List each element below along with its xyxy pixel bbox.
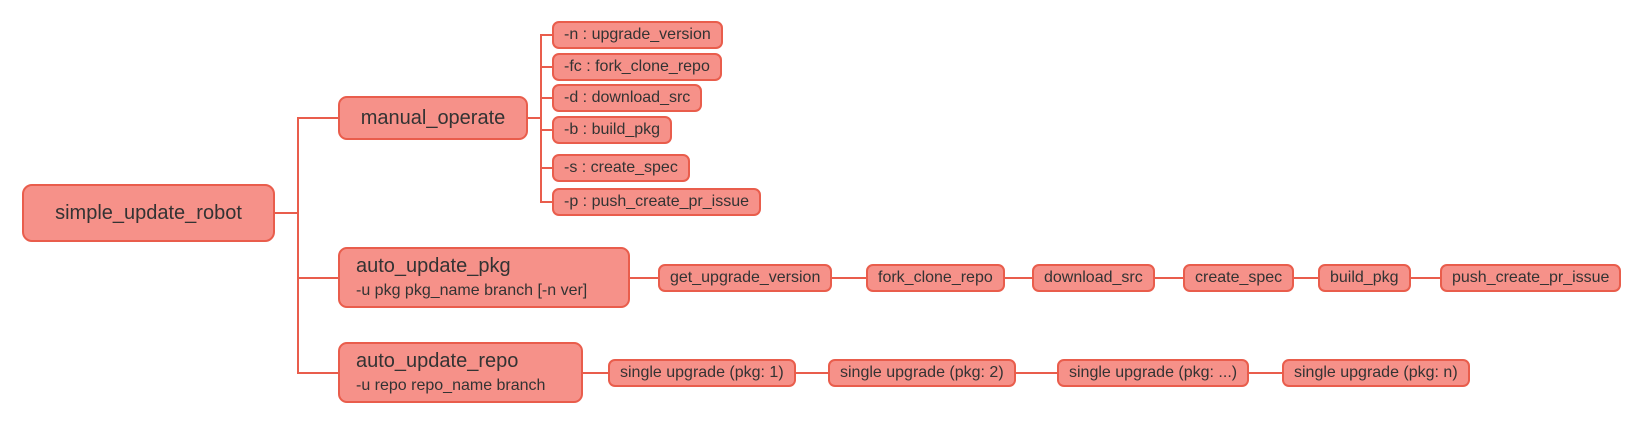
node-label: simple_update_robot bbox=[55, 202, 242, 224]
node-label: download_src bbox=[1044, 269, 1143, 286]
node-build-pkg[interactable]: build_pkg bbox=[1318, 264, 1411, 292]
node-flag-fc-fork-clone-repo[interactable]: -fc : fork_clone_repo bbox=[552, 53, 722, 81]
node-flag-b-build-pkg[interactable]: -b : build_pkg bbox=[552, 116, 673, 144]
node-label: push_create_pr_issue bbox=[1452, 269, 1610, 286]
node-manual-operate[interactable]: manual_operate bbox=[338, 96, 528, 140]
node-single-upgrade-pkg-n[interactable]: single upgrade (pkg: n) bbox=[1282, 359, 1470, 387]
node-flag-d-download-src[interactable]: -d : download_src bbox=[552, 84, 703, 112]
node-label: auto_update_repo bbox=[356, 350, 519, 372]
node-flag-s-create-spec[interactable]: -s : create_spec bbox=[552, 154, 690, 182]
node-label: single upgrade (pkg: ...) bbox=[1069, 364, 1238, 381]
node-sublabel: -u repo repo_name branch bbox=[356, 377, 546, 394]
node-create-spec[interactable]: create_spec bbox=[1183, 264, 1295, 292]
node-auto-update-pkg[interactable]: auto_update_pkg -u pkg pkg_name branch [… bbox=[338, 247, 630, 308]
node-label: single upgrade (pkg: 1) bbox=[620, 364, 784, 381]
node-sublabel: -u pkg pkg_name branch [-n ver] bbox=[356, 282, 588, 299]
node-label: -n : upgrade_version bbox=[564, 26, 711, 43]
node-auto-update-repo[interactable]: auto_update_repo -u repo repo_name branc… bbox=[338, 342, 583, 403]
node-single-upgrade-pkg-2[interactable]: single upgrade (pkg: 2) bbox=[828, 359, 1016, 387]
node-flag-n-upgrade-version[interactable]: -n : upgrade_version bbox=[552, 21, 723, 49]
node-label: single upgrade (pkg: 2) bbox=[840, 364, 1004, 381]
node-label: auto_update_pkg bbox=[356, 255, 511, 277]
node-fork-clone-repo[interactable]: fork_clone_repo bbox=[866, 264, 1005, 292]
node-single-upgrade-pkg-1[interactable]: single upgrade (pkg: 1) bbox=[608, 359, 796, 387]
node-label: -p : push_create_pr_issue bbox=[564, 193, 749, 210]
node-label: fork_clone_repo bbox=[878, 269, 993, 286]
node-label: -d : download_src bbox=[564, 89, 691, 106]
node-get-upgrade-version[interactable]: get_upgrade_version bbox=[658, 264, 833, 292]
node-flag-p-push-create-pr-issue[interactable]: -p : push_create_pr_issue bbox=[552, 188, 761, 216]
node-single-upgrade-pkg-ellipsis[interactable]: single upgrade (pkg: ...) bbox=[1057, 359, 1250, 387]
root-connector bbox=[250, 117, 345, 374]
node-label: build_pkg bbox=[1330, 269, 1399, 286]
node-label: manual_operate bbox=[360, 107, 506, 129]
node-label: -s : create_spec bbox=[564, 159, 678, 176]
node-label: single upgrade (pkg: n) bbox=[1294, 364, 1458, 381]
node-label: -fc : fork_clone_repo bbox=[564, 58, 710, 75]
node-push-create-pr-issue[interactable]: push_create_pr_issue bbox=[1440, 264, 1622, 292]
node-download-src[interactable]: download_src bbox=[1032, 264, 1155, 292]
node-label: get_upgrade_version bbox=[670, 269, 821, 286]
node-label: -b : build_pkg bbox=[564, 121, 661, 138]
node-simple-update-robot[interactable]: simple_update_robot bbox=[22, 184, 275, 242]
node-label: create_spec bbox=[1195, 269, 1283, 286]
